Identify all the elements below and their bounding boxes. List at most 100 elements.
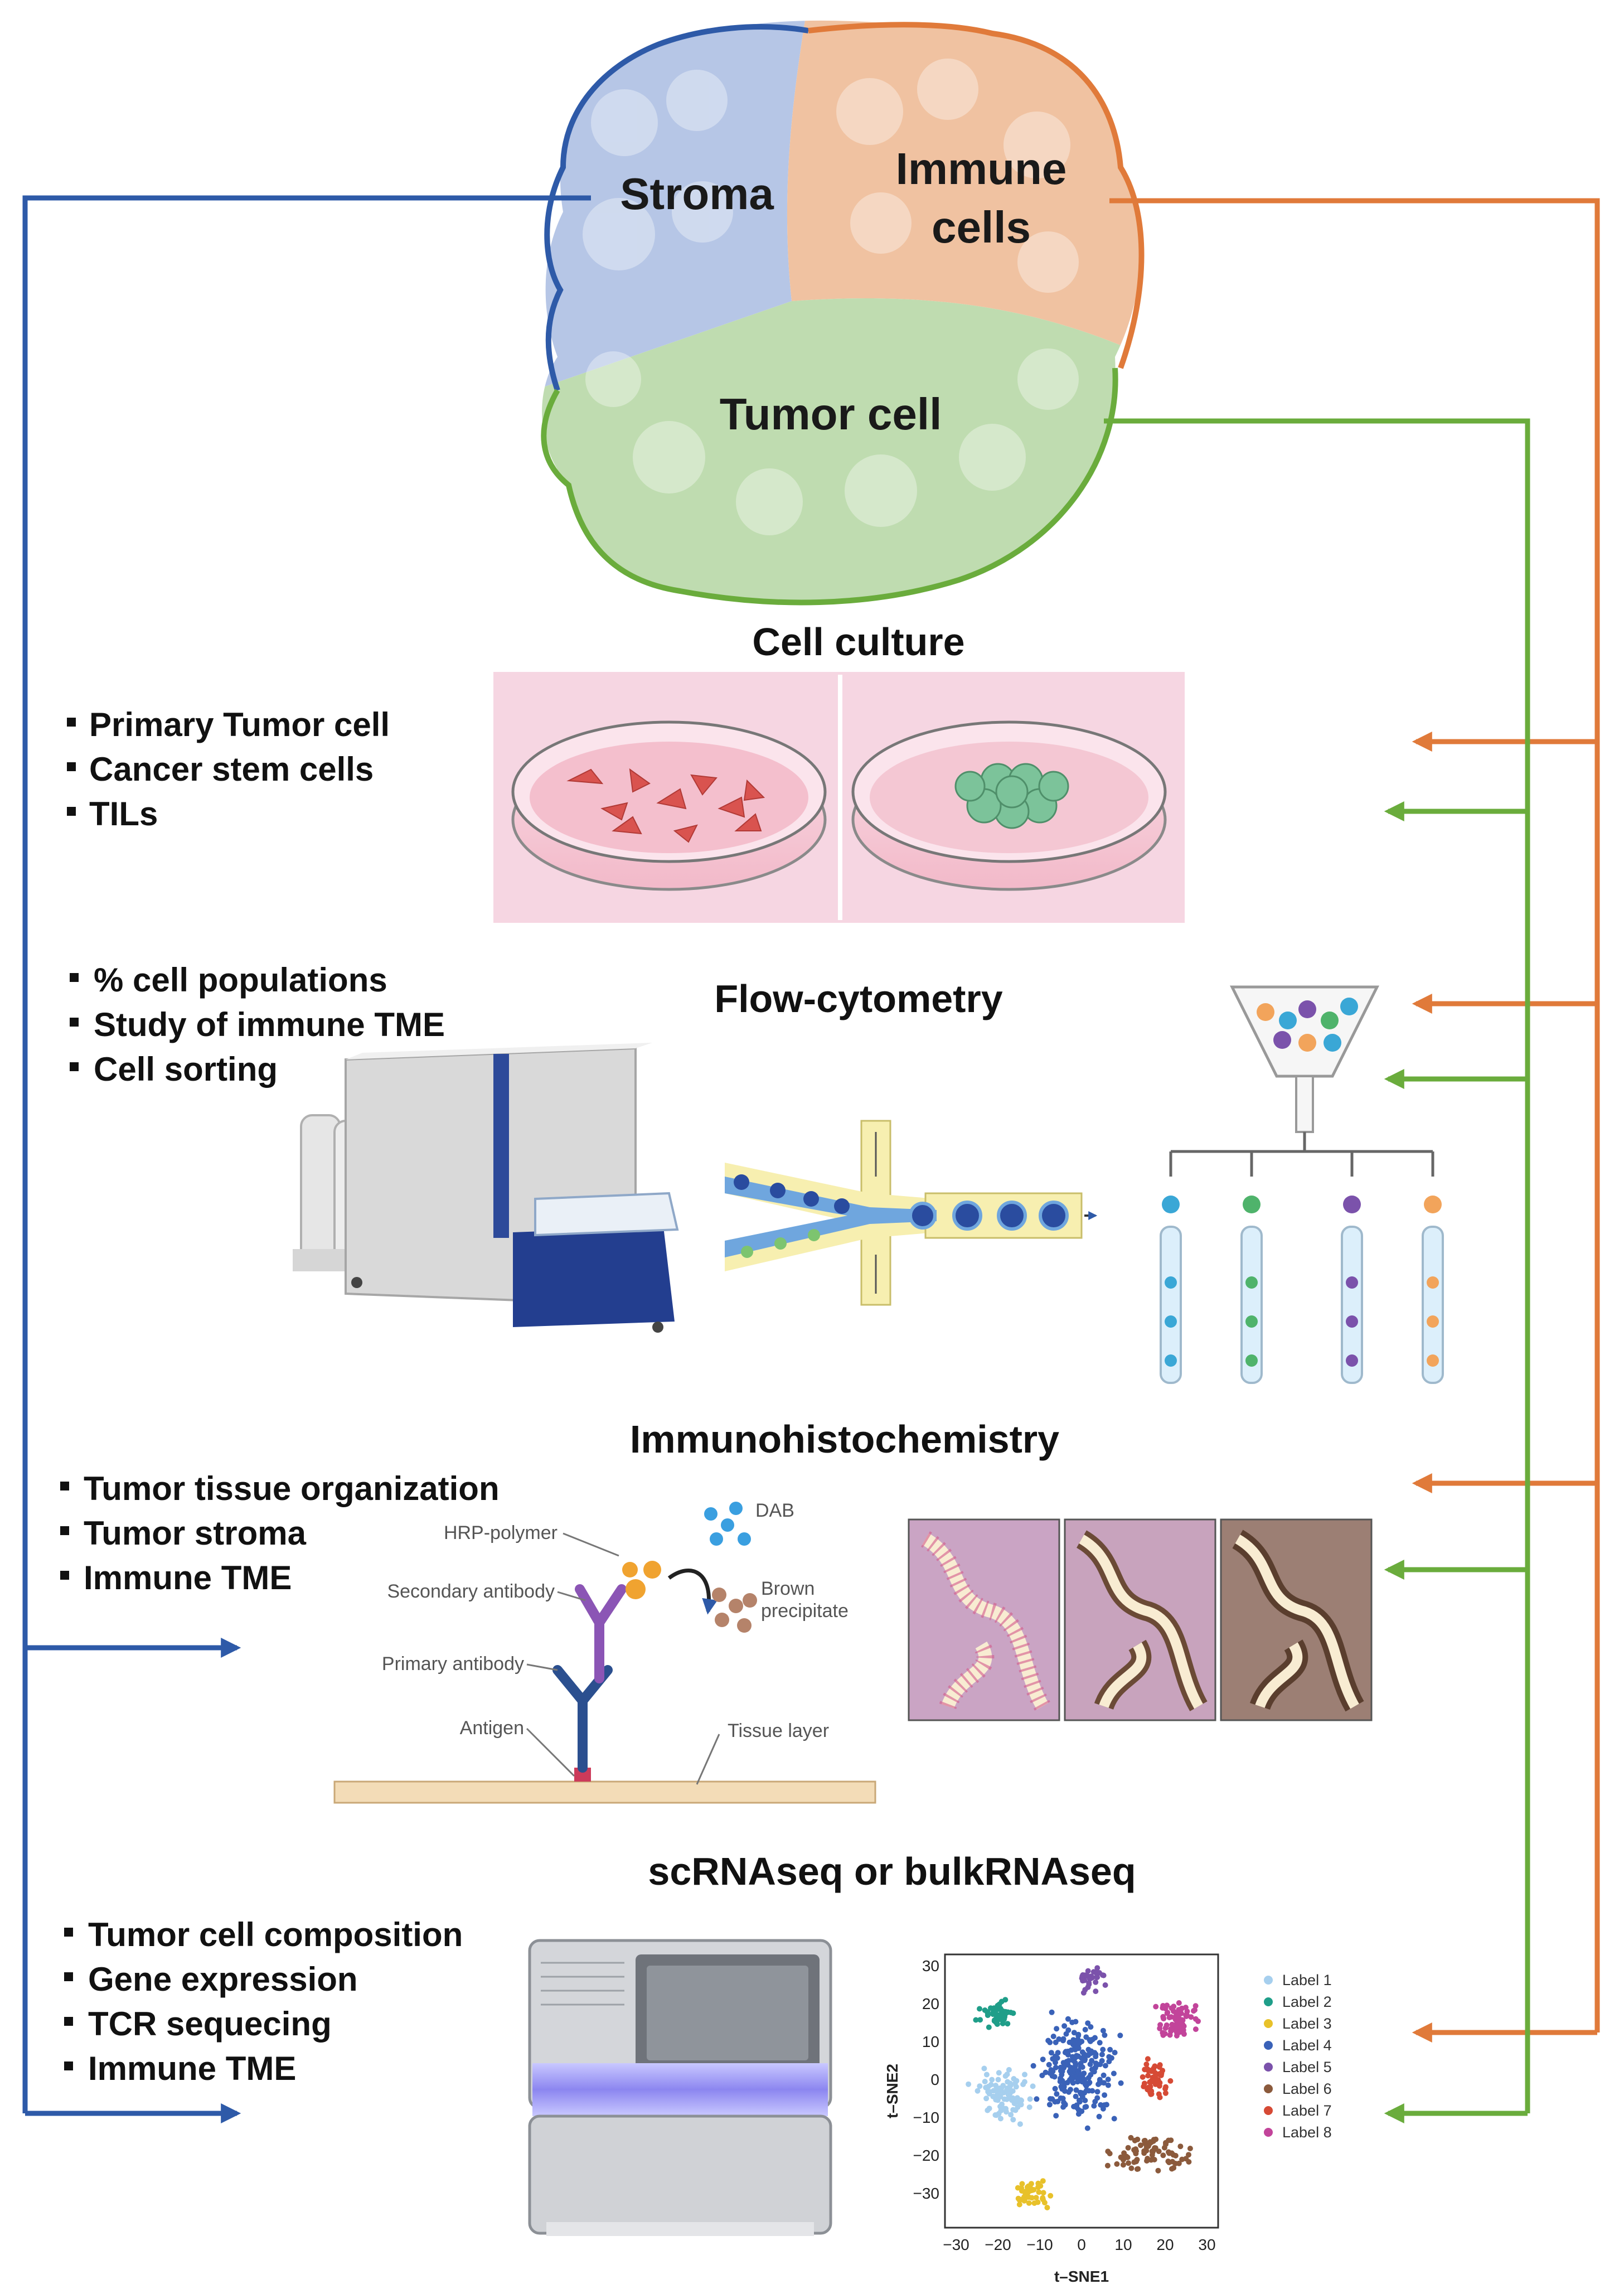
tsne-point-series-7: [1147, 2079, 1153, 2085]
tsne-point-series-1: [977, 2083, 983, 2089]
tsne-point-series-2: [998, 1998, 1005, 2005]
bullet-item: Primary Tumor cell: [89, 706, 390, 743]
tsne-point-series-4: [1061, 2084, 1067, 2090]
tsne-point-series-1: [1018, 2102, 1024, 2108]
tsne-point-series-3: [1048, 2193, 1054, 2199]
tsne-point-series-4: [1102, 2063, 1108, 2069]
tsne-point-series-6: [1149, 2148, 1155, 2155]
tsne-point-series-4: [1100, 2027, 1106, 2034]
tsne-point-series-4: [1071, 2030, 1077, 2036]
tissue-panel-1: [908, 1518, 1060, 1721]
tsne-point-series-4: [1079, 2064, 1085, 2070]
section-title: Cell culture: [752, 620, 964, 664]
tsne-point-series-4: [1099, 2051, 1105, 2058]
tsne-point-series-4: [1105, 2082, 1111, 2088]
tsne-point-series-5: [1094, 1975, 1101, 1980]
tsne-point-series-1: [1014, 2095, 1020, 2101]
section-title: Immunohistochemistry: [630, 1417, 1059, 1461]
tsne-point-series-1: [992, 2112, 998, 2118]
tsne-point-series-4: [1082, 2026, 1088, 2032]
tsne-point-series-6: [1166, 2149, 1171, 2155]
tsne-point-series-4: [1040, 2056, 1046, 2063]
tsne-point-series-1: [1030, 2083, 1036, 2089]
tumor-outline: [541, 367, 1118, 606]
tsne-point-series-6: [1104, 2162, 1111, 2169]
tsne-point-series-3: [1018, 2196, 1024, 2203]
tsne-point-series-2: [1005, 2021, 1011, 2027]
tsne-point-series-6: [1160, 2152, 1166, 2159]
y-tick-label: 30: [922, 1957, 939, 1975]
stroma-outline: [544, 24, 809, 391]
tsne-point-series-4: [1093, 2060, 1099, 2067]
tsne-point-series-4: [1073, 2087, 1079, 2093]
tsne-point-series-4: [1071, 2103, 1077, 2109]
tsne-point-series-7: [1162, 2085, 1169, 2092]
tsne-point-series-4: [1066, 2068, 1073, 2074]
tsne-point-series-6: [1155, 2167, 1161, 2174]
tsne-point-series-8: [1161, 2016, 1167, 2022]
tsne-point-series-4: [1054, 2055, 1060, 2061]
tsne-point-series-8: [1165, 2010, 1171, 2016]
tsne-point-series-4: [1054, 2091, 1060, 2097]
tsne-point-series-4: [1054, 2026, 1060, 2032]
legend-label: Label 4: [1282, 2037, 1332, 2054]
immune-region: [787, 20, 1141, 368]
tsne-point-series-8: [1177, 2007, 1184, 2013]
tsne-point-series-1: [988, 2082, 994, 2088]
stroma-label: Stroma: [620, 169, 774, 219]
tsne-point-series-6: [1128, 2165, 1135, 2171]
tsne-point-series-3: [1015, 2185, 1021, 2191]
tsne-point-series-1: [1009, 2097, 1015, 2103]
tsne-point-series-4: [1092, 2098, 1098, 2104]
flow-cytometer-instrument: [293, 1043, 679, 1333]
bullet-item: Immune TME: [88, 2050, 296, 2087]
tsne-point-series-4: [1049, 2009, 1055, 2015]
tsne-point-series-4: [1066, 2089, 1072, 2095]
tsne-point-series-4: [1087, 2061, 1093, 2067]
legend-swatch: [1264, 2019, 1273, 2028]
tsne-point-series-4: [1053, 2059, 1058, 2065]
tsne-point-series-4: [1053, 2064, 1059, 2070]
tsne-point-series-8: [1168, 2014, 1174, 2020]
tsne-point-series-4: [1073, 2061, 1079, 2068]
tsne-point-series-3: [1040, 2190, 1046, 2196]
immune-label-line1: Immune: [896, 144, 1067, 193]
tsne-point-series-6: [1123, 2154, 1129, 2160]
tsne-point-series-4: [1050, 2068, 1056, 2074]
tsne-point-series-1: [983, 2096, 990, 2102]
tsne-point-series-6: [1171, 2165, 1177, 2171]
bullet-item: Tumor stroma: [84, 1514, 307, 1552]
bullet-item: Cancer stem cells: [89, 751, 374, 788]
tsne-point-series-3: [1035, 2199, 1041, 2205]
tsne-point-series-1: [1027, 2096, 1033, 2102]
tsne-point-series-3: [1033, 2195, 1039, 2201]
tsne-point-series-6: [1120, 2162, 1126, 2168]
tsne-point-series-6: [1186, 2152, 1191, 2158]
section-cell-culture: Cell culture Primary Tumor cell Cancer s…: [67, 620, 1185, 923]
legend-swatch: [1264, 2084, 1273, 2093]
legend-label: Label 7: [1282, 2102, 1332, 2119]
bullet-list: Tumor tissue organization Tumor stroma I…: [60, 1470, 500, 1596]
section-immunohistochemistry: Immunohistochemistry Tumor tissue organi…: [60, 1417, 1373, 1804]
tsne-point-series-6: [1172, 2161, 1179, 2166]
section-title: Flow-cytometry: [714, 977, 1002, 1020]
legend-label: Label 2: [1282, 1993, 1332, 2010]
tsne-point-series-4: [1089, 2036, 1095, 2043]
tsne-point-series-1: [1002, 2073, 1009, 2079]
tsne-point-series-8: [1171, 2004, 1177, 2010]
tsne-point-series-8: [1153, 2004, 1159, 2010]
tsne-point-series-6: [1114, 2161, 1120, 2167]
tsne-point-series-1: [996, 2070, 1002, 2076]
tsne-point-series-4: [1048, 2050, 1054, 2056]
y-tick-label: 0: [930, 2071, 939, 2088]
tsne-point-series-2: [1000, 2020, 1006, 2026]
immune-outline: [808, 22, 1145, 369]
tsne-point-series-7: [1147, 2084, 1153, 2089]
tsne-point-series-7: [1167, 2078, 1174, 2084]
tsne-point-series-4: [1075, 2068, 1082, 2074]
tsne-point-series-4: [1047, 2039, 1053, 2045]
tsne-point-series-1: [997, 2116, 1004, 2122]
tsne-point-series-6: [1187, 2146, 1193, 2151]
tsne-point-series-2: [985, 2009, 991, 2015]
section-flow-cytometry: Flow-cytometry % cell populations Study …: [70, 961, 1444, 1384]
